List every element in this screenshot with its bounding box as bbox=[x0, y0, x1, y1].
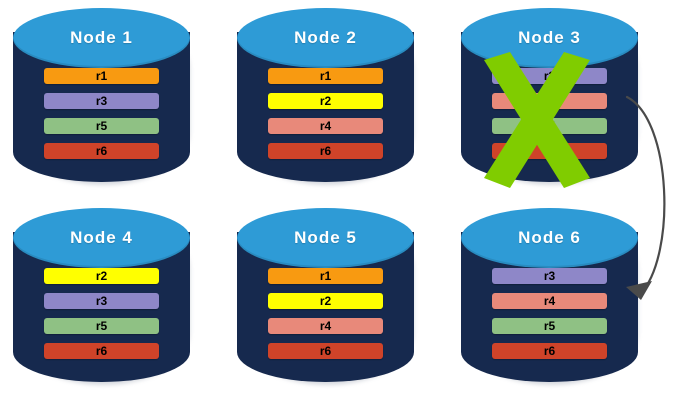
replica-label: r3 bbox=[543, 269, 556, 283]
replica-list: r1 r3 r5 r6 bbox=[44, 68, 159, 159]
node-label: Node 6 bbox=[518, 228, 581, 247]
replica-label: r4 bbox=[319, 119, 332, 133]
replica-bar[interactable]: r5 bbox=[44, 318, 159, 334]
replica-bar[interactable]: r6 bbox=[492, 343, 607, 359]
replica-bar[interactable]: r1 bbox=[268, 68, 383, 84]
replica-bar[interactable]: r3 bbox=[44, 293, 159, 309]
replica-label: r6 bbox=[319, 344, 332, 358]
replica-bar[interactable]: r4 bbox=[492, 293, 607, 309]
replica-list: r1 r2 r4 r6 bbox=[268, 68, 383, 159]
replica-bar[interactable]: r4 bbox=[268, 118, 383, 134]
cylinder-top-ellipse bbox=[13, 208, 190, 268]
replica-bar[interactable]: r6 bbox=[492, 143, 607, 159]
replica-label: r6 bbox=[95, 344, 108, 358]
replica-label: r6 bbox=[543, 344, 556, 358]
database-node-2[interactable]: Node 2 r1 r2 r4 r6 bbox=[237, 8, 414, 185]
replica-label: r4 bbox=[543, 94, 556, 108]
replica-bar[interactable]: r6 bbox=[268, 343, 383, 359]
replica-bar[interactable]: r1 bbox=[44, 68, 159, 84]
database-node-3[interactable]: Node 3 r3 r4 r5 r6 bbox=[461, 8, 638, 185]
node-label: Node 5 bbox=[294, 228, 357, 247]
replica-bar[interactable]: r2 bbox=[268, 93, 383, 109]
replica-label: r4 bbox=[319, 319, 332, 333]
replica-label: r5 bbox=[95, 319, 108, 333]
replica-bar[interactable]: r5 bbox=[492, 118, 607, 134]
replica-bar[interactable]: r6 bbox=[268, 143, 383, 159]
replica-label: r1 bbox=[319, 69, 332, 83]
replica-label: r6 bbox=[319, 144, 332, 158]
database-node-4[interactable]: Node 4 r2 r3 r5 r6 bbox=[13, 208, 190, 385]
replica-bar[interactable]: r5 bbox=[492, 318, 607, 334]
cylinder-top-ellipse bbox=[461, 208, 638, 268]
replica-bar[interactable]: r5 bbox=[44, 118, 159, 134]
replica-bar[interactable]: r3 bbox=[492, 68, 607, 84]
node-label: Node 4 bbox=[70, 228, 133, 247]
replica-bar[interactable]: r4 bbox=[268, 318, 383, 334]
replica-label: r2 bbox=[319, 94, 332, 108]
replica-bar[interactable]: r2 bbox=[44, 268, 159, 284]
replica-label: r6 bbox=[543, 144, 556, 158]
replica-label: r5 bbox=[543, 319, 556, 333]
replica-bar[interactable]: r6 bbox=[44, 343, 159, 359]
replica-bar[interactable]: r2 bbox=[268, 293, 383, 309]
cylinder-top-ellipse bbox=[13, 8, 190, 68]
replica-list: r3 r4 r5 r6 bbox=[492, 68, 607, 159]
node-label: Node 3 bbox=[518, 28, 581, 47]
replica-label: r5 bbox=[543, 119, 556, 133]
database-node-5[interactable]: Node 5 r1 r2 r4 r6 bbox=[237, 208, 414, 385]
database-node-6[interactable]: Node 6 r3 r4 r5 r6 bbox=[461, 208, 638, 385]
replica-bar[interactable]: r6 bbox=[44, 143, 159, 159]
replica-bar[interactable]: r1 bbox=[268, 268, 383, 284]
replica-label: r5 bbox=[95, 119, 108, 133]
database-node-1[interactable]: Node 1 r1 r3 r5 r6 bbox=[13, 8, 190, 185]
replica-bar[interactable]: r3 bbox=[44, 93, 159, 109]
replica-label: r1 bbox=[95, 69, 108, 83]
cylinder-top-ellipse bbox=[237, 8, 414, 68]
replica-label: r4 bbox=[543, 294, 556, 308]
replica-list: r3 r4 r5 r6 bbox=[492, 268, 607, 359]
node-label: Node 2 bbox=[294, 28, 357, 47]
replica-label: r6 bbox=[95, 144, 108, 158]
replica-list: r1 r2 r4 r6 bbox=[268, 268, 383, 359]
replica-label: r3 bbox=[95, 294, 108, 308]
node-label: Node 1 bbox=[70, 28, 133, 47]
replica-label: r2 bbox=[319, 294, 332, 308]
replica-label: r3 bbox=[95, 94, 108, 108]
replica-label: r1 bbox=[319, 269, 332, 283]
replica-label: r2 bbox=[95, 269, 108, 283]
replica-bar[interactable]: r3 bbox=[492, 268, 607, 284]
replica-bar[interactable]: r4 bbox=[492, 93, 607, 109]
replica-label: r3 bbox=[543, 69, 556, 83]
cylinder-top-ellipse bbox=[237, 208, 414, 268]
replica-list: r2 r3 r5 r6 bbox=[44, 268, 159, 359]
